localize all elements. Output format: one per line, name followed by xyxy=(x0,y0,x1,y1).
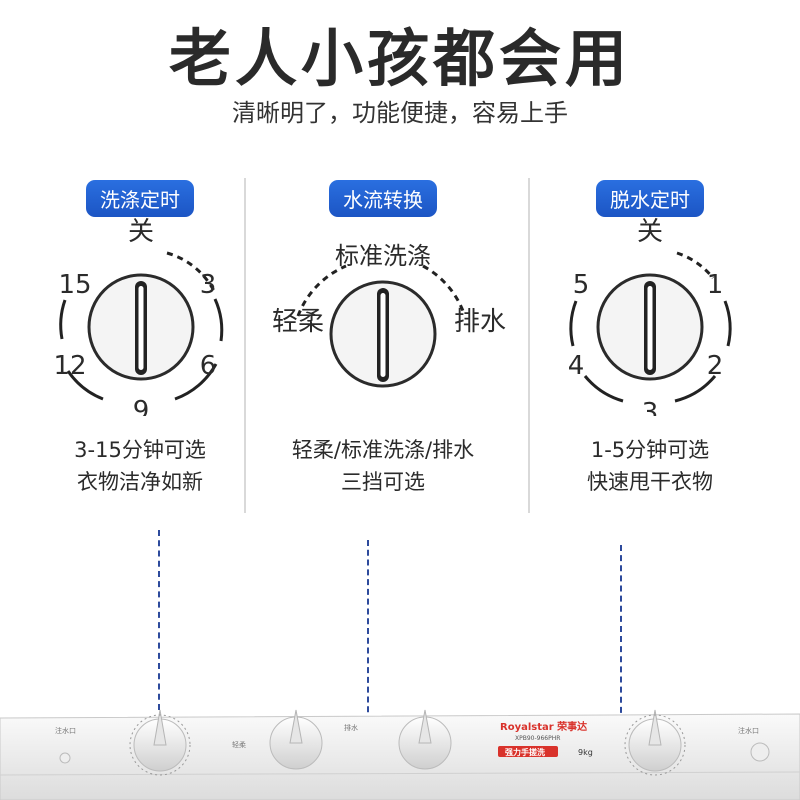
dial-label-4: 4 xyxy=(568,351,585,381)
leader-line xyxy=(367,540,369,722)
dial-arc xyxy=(422,264,465,312)
panel-divider xyxy=(528,178,530,513)
knob-pointer-highlight xyxy=(138,286,144,370)
leader-line xyxy=(158,530,160,710)
machine-right-label: 注水口 xyxy=(738,726,759,735)
dial-arc xyxy=(166,251,216,292)
drain-label: 排水 xyxy=(344,723,358,732)
dial-arc xyxy=(674,375,717,403)
dial-arc xyxy=(213,298,224,342)
dial-arc xyxy=(174,363,218,401)
dial-label-off: 关 xyxy=(128,217,154,247)
dial-label-off: 关 xyxy=(637,217,663,247)
model-number: XPB90-966PHR xyxy=(515,735,560,742)
slogan-badge xyxy=(498,746,558,757)
brand-logo: Royalstar 荣事达 xyxy=(500,720,587,733)
dial-label-3: 3 xyxy=(200,270,217,300)
desc-line: 3-15分钟可选 xyxy=(74,438,206,462)
wash-timer-dial: 关 3 6 9 12 15 xyxy=(53,217,224,416)
machine-body xyxy=(0,713,800,800)
dial-arc xyxy=(676,251,715,279)
dial-label-9: 9 xyxy=(133,396,150,416)
subheadline: 清晰明了，功能便捷，容易上手 xyxy=(232,99,568,127)
dial-label-1: 1 xyxy=(707,270,724,300)
dial-arc xyxy=(583,375,624,403)
dial-label-3: 3 xyxy=(642,398,659,416)
panel-divider xyxy=(244,178,246,513)
dial-label-2: 2 xyxy=(707,351,724,381)
slogan-text: 强力手搓洗 xyxy=(505,747,545,757)
dial-label-drain: 排水 xyxy=(454,307,506,337)
knob-pointer-highlight xyxy=(647,286,653,370)
wash-timer-tag: 洗涤定时 xyxy=(86,180,194,217)
spin-timer-tag: 脱水定时 xyxy=(596,180,704,217)
soft-label: 轻柔 xyxy=(232,740,246,749)
headline: 老人小孩都会用 xyxy=(168,22,631,95)
dial-arc xyxy=(59,299,67,340)
water-flow-dial: 标准洗涤 排水 轻柔 xyxy=(272,242,506,388)
dial-arc xyxy=(569,300,578,347)
wash-timer-description: 3-15分钟可选 衣物洁净如新 xyxy=(15,434,265,498)
spin-timer-panel: 脱水定时 关 1 2 3 4 5 1-5分钟可选 快速甩干衣物 xyxy=(525,176,775,516)
leader-line xyxy=(620,545,622,723)
spin-timer-knob[interactable] xyxy=(624,709,686,776)
desc-line: 1-5分钟可选 xyxy=(590,438,710,462)
dial-label-standard: 标准洗涤 xyxy=(335,242,431,270)
dial-label-5: 5 xyxy=(573,270,590,300)
spin-timer-description: 1-5分钟可选 快速甩干衣物 xyxy=(525,434,775,498)
desc-line: 三挡可选 xyxy=(341,470,425,494)
dial-label-15: 15 xyxy=(58,270,91,300)
dial-label-6: 6 xyxy=(200,351,217,381)
desc-line: 轻柔/标准洗涤/排水 xyxy=(291,438,475,462)
dial-label-12: 12 xyxy=(53,351,86,381)
spin-timer-dial: 关 1 2 3 4 5 xyxy=(568,217,732,416)
water-flow-knob[interactable] xyxy=(269,709,323,770)
machine-control-panel: 注水口 注水口 轻柔 排水 Royalstar 荣事达 XPB90-966PHR… xyxy=(0,709,800,800)
wash-timer-knob[interactable] xyxy=(129,709,191,776)
knob-pointer-highlight xyxy=(380,293,386,377)
capacity-label: 9kg xyxy=(578,748,593,757)
power-indicator xyxy=(59,752,71,764)
dial-arc xyxy=(296,264,347,317)
dial-label-soft: 轻柔 xyxy=(272,307,324,337)
desc-line: 快速甩干衣物 xyxy=(587,470,713,494)
water-flow-panel: 水流转换 标准洗涤 排水 轻柔 轻柔/标准洗涤/排水 三挡可选 xyxy=(258,176,508,516)
wash-timer-panel: 洗涤定时 关 3 6 9 12 15 3-15分钟可选 衣物洁净如新 xyxy=(15,176,265,516)
water-level-knob[interactable] xyxy=(398,709,452,770)
water-flow-description: 轻柔/标准洗涤/排水 三挡可选 xyxy=(258,434,508,498)
dial-arc xyxy=(723,300,732,347)
desc-line: 衣物洁净如新 xyxy=(77,470,203,494)
drain-button[interactable] xyxy=(750,742,770,762)
water-flow-tag: 水流转换 xyxy=(329,180,437,217)
machine-left-label: 注水口 xyxy=(55,726,76,735)
dial-arc xyxy=(66,370,104,401)
